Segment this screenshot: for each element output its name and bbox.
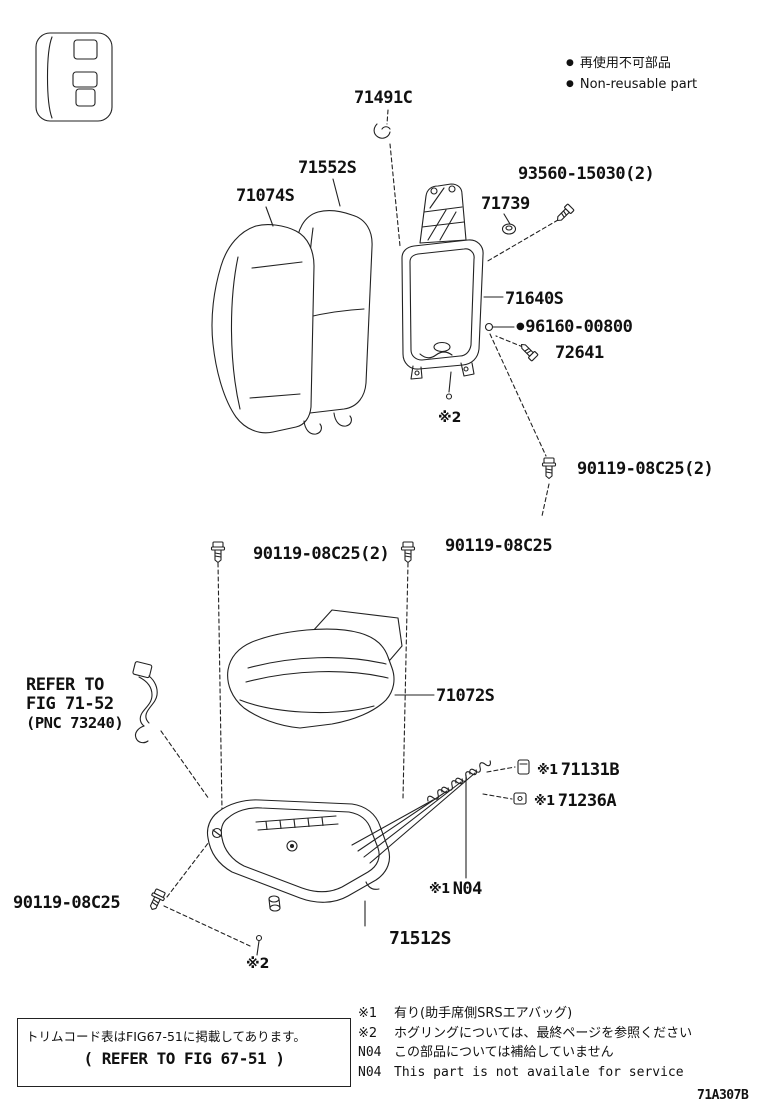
footnote-row: ※2 ホグリングについては、最終ページを参照ください [358, 1024, 692, 1044]
refer-line2: FIG 71-52 [26, 694, 114, 714]
clip-71131b-icon [517, 759, 530, 775]
seat-cushion-shape [227, 609, 403, 729]
part-number: N04 [452, 879, 483, 899]
part-label-71739: 71739 [481, 194, 530, 214]
grommet-71739-icon [501, 223, 517, 235]
footnote-key: ※1 [358, 1006, 378, 1021]
footnote-key: ※2 [358, 1025, 378, 1041]
seat-back-frame-shape [401, 239, 484, 380]
bolt-90119-upper-icon [541, 457, 557, 480]
refer-line3: (PNC 73240) [26, 714, 124, 732]
part-label-90119-bottom: 90119-08C25 [13, 893, 121, 913]
hog-ring-springs-icon [425, 757, 493, 805]
part-number: 96160-00800 [525, 317, 633, 337]
part-label-90119-upper: 90119-08C25(2) [577, 459, 714, 479]
legend-jp-line: ● 再使用不可部品 [566, 53, 697, 74]
part-label-72641: 72641 [555, 343, 604, 363]
legend-jp-text: 再使用不可部品 [579, 56, 671, 71]
non-reusable-bullet-icon: ● [516, 321, 525, 332]
footnote-row: N04 This part is not availale for servic… [358, 1063, 692, 1083]
trim-code-jp-line: トリムコード表はFIG67-51に掲載してあります。 [26, 1029, 306, 1044]
bolt-90119-mid-left-icon [210, 541, 226, 564]
footnote-row: N04 この部品については補給していません [358, 1043, 692, 1063]
part-label-71512s: 71512S [389, 928, 452, 949]
part-number: 71131B [560, 760, 620, 780]
non-reusable-bullet-icon: ● [566, 79, 574, 89]
leader-lines-solid [255, 178, 515, 956]
part-label-93560: 93560-15030(2) [518, 164, 655, 184]
screw-72641-icon [517, 340, 539, 362]
spring-wires [351, 772, 476, 864]
part-label-71491c: 71491C [354, 88, 413, 108]
footnotes: ※1 有り(助手席側SRSエアバッグ) ※2 ホグリングについては、最終ページを… [358, 1004, 692, 1082]
note-marker: ※1 [537, 763, 558, 778]
part-number: 71236A [557, 791, 617, 811]
part-label-96160: ●96160-00800 [516, 317, 633, 337]
footnote-text: This part is not availale for service [394, 1064, 684, 1080]
note-marker-star2-lower: ※2 [246, 956, 270, 972]
figure-code: 71A307B [697, 1088, 749, 1103]
refer-fig-block: REFER TO FIG 71-52 (PNC 73240) [26, 675, 124, 733]
part-label-90119-mid-right: 90119-08C25 [445, 536, 553, 556]
seat-back-cover-shape [211, 224, 315, 434]
bolt-96160-icon [484, 322, 494, 332]
seat-cushion-frame-shape [206, 799, 391, 912]
leader-lines-dashed [160, 109, 559, 947]
note-marker: ※1 [429, 882, 450, 897]
note-marker-star2-upper: ※2 [438, 410, 462, 426]
seat-back-hooks [303, 412, 352, 435]
part-label-71552s: 71552S [298, 158, 357, 178]
part-label-71640s: 71640S [505, 289, 564, 309]
refer-line1: REFER TO [26, 675, 104, 695]
headrest-bracket-shape [419, 183, 467, 244]
trim-code-box: トリムコード表はFIG67-51に掲載してあります。 ( REFER TO FI… [17, 1018, 351, 1087]
legend: ● 再使用不可部品 ● Non-reusable part [566, 53, 697, 95]
non-reusable-bullet-icon: ● [566, 58, 574, 68]
footnote-key: N04 [358, 1064, 382, 1080]
footnote-key: N04 [358, 1045, 382, 1060]
legend-en-text: Non-reusable part [579, 77, 698, 92]
note-marker: ※1 [534, 794, 555, 809]
legend-en-line: ● Non-reusable part [566, 74, 697, 95]
part-label-90119-mid-left: 90119-08C25(2) [253, 544, 390, 564]
footnote-text: ホグリングについては、最終ページを参照ください [394, 1025, 693, 1041]
trim-code-refer-line: ( REFER TO FIG 67-51 ) [83, 1049, 285, 1068]
part-label-71072s: 71072S [436, 686, 495, 706]
belt-anchor-part-icon [132, 661, 158, 744]
vehicle-location-icon [35, 32, 113, 122]
footnote-text: この部品については補給していません [394, 1045, 614, 1060]
bolt-90119-bottom-icon [145, 887, 168, 913]
part-label-71074s: 71074S [236, 186, 295, 206]
bolt-90119-mid-right-icon [400, 541, 416, 564]
footnote-row: ※1 有り(助手席側SRSエアバッグ) [358, 1004, 692, 1024]
screw-93560-icon [553, 203, 575, 225]
footnote-text: 有り(助手席側SRSエアバッグ) [394, 1006, 573, 1021]
clip-71236a-icon [513, 792, 527, 805]
clip-71491c-icon [373, 123, 391, 139]
